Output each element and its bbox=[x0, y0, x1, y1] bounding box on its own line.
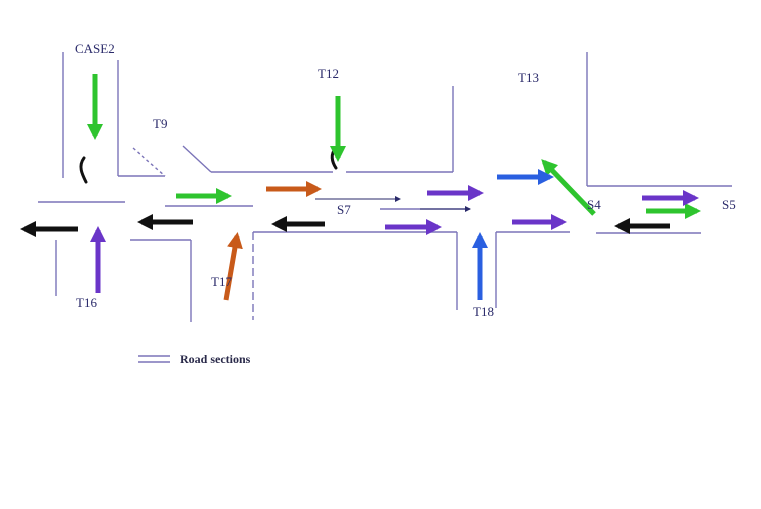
label-t17: T17 bbox=[211, 274, 232, 289]
label-s7: S7 bbox=[337, 202, 351, 217]
label-t12: T12 bbox=[318, 66, 339, 81]
label-t9: T9 bbox=[153, 116, 167, 131]
road-sections bbox=[38, 52, 732, 322]
road-edge bbox=[182, 145, 212, 173]
label-t13: T13 bbox=[518, 70, 539, 85]
turn-mark bbox=[330, 146, 338, 170]
orange-arrows bbox=[223, 180, 322, 301]
label-s4: S4 bbox=[587, 197, 601, 212]
label-s5: S5 bbox=[722, 197, 736, 212]
green-arrows bbox=[87, 74, 701, 219]
road-edge bbox=[132, 147, 166, 177]
label-case: CASE2 bbox=[75, 41, 115, 56]
purple-arrows bbox=[89, 184, 699, 293]
labels: CASE2 T9 T12 T13 S7 S4 S5 T16 T17 T18 bbox=[75, 41, 736, 319]
label-t18: T18 bbox=[473, 304, 494, 319]
direction-lines bbox=[315, 196, 471, 212]
blue-arrows bbox=[471, 168, 554, 300]
label-t16: T16 bbox=[76, 295, 97, 310]
black-arrows bbox=[20, 214, 670, 238]
legend-label: Road sections bbox=[180, 352, 251, 366]
turn-mark bbox=[79, 156, 88, 184]
orange-arrow bbox=[223, 232, 243, 301]
legend: Road sections bbox=[138, 352, 251, 366]
turn-marks bbox=[79, 146, 338, 184]
